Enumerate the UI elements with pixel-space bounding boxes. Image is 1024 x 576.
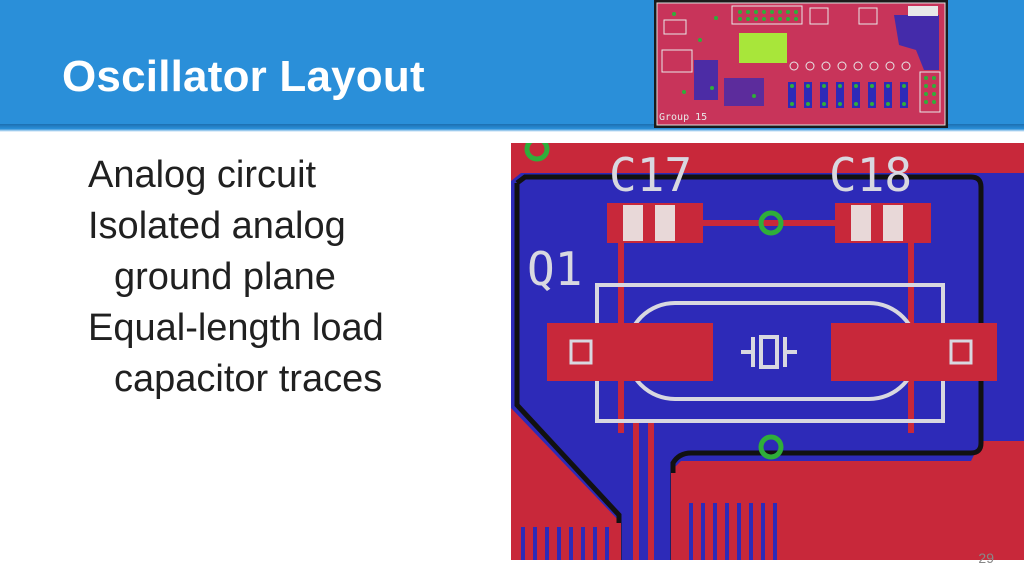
bullet-item: Analog circuit [88,154,317,196]
label-c18: C18 [829,148,912,202]
label-c17: C17 [609,148,692,202]
slide-title: Oscillator Layout [62,52,425,101]
bullet-continuation: ground plane [114,256,336,298]
bullet-continuation: capacitor traces [114,358,383,400]
label-q1: Q1 [527,242,582,296]
bullet-item: Isolated analog [88,205,346,247]
thumbnail-label: Group 15 [659,112,707,123]
oscillator-pcb-image: C17 C18 Q1 [511,143,1024,560]
bullet-list: Analog circuit Isolated analog ground pl… [88,150,384,405]
pcb-overview-image: Group 15 [654,0,948,128]
header-divider [0,124,1024,132]
bullet-item: Equal-length load [88,307,384,349]
page-number: 29 [978,550,994,566]
